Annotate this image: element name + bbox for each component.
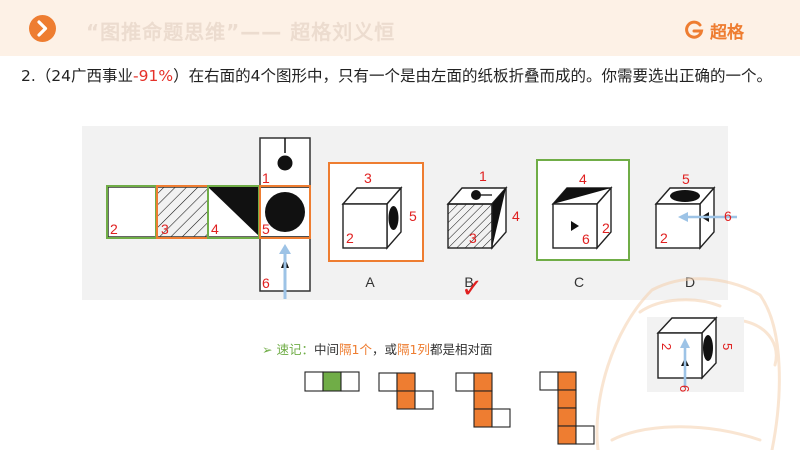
option-d-label: 6 <box>724 208 732 224</box>
tip-arrow-icon: ➢ <box>262 342 273 357</box>
option-letter-b: B <box>464 274 473 290</box>
option-b-label: 4 <box>512 208 520 224</box>
banner-title: “图推命题思维”—— 超格刘义恒 <box>86 20 396 44</box>
correct-check-icon: ✓ <box>461 274 483 304</box>
option-a-label: 5 <box>409 208 417 224</box>
rotated-cube-reference <box>647 316 744 392</box>
rotated-cube-label: 6 <box>677 385 692 392</box>
brand-logo-icon <box>685 20 704 39</box>
brand: 超格 <box>684 18 744 43</box>
net-label: 1 <box>262 170 270 186</box>
option-c-cube[interactable] <box>536 159 630 261</box>
rotated-cube-label: 5 <box>720 343 735 350</box>
option-a-label: 2 <box>346 230 354 246</box>
quick-tip: ➢ 速记：中间隔1个，或隔1列都是相对面 <box>262 342 493 357</box>
option-d-cube[interactable] <box>654 186 737 250</box>
net-label: 2 <box>110 221 118 237</box>
brand-name: 超格 <box>710 22 744 43</box>
question-text: 2.（24广西事业-91%）在右面的4个图形中，只有一个是由左面的纸板折叠而成的… <box>21 67 772 85</box>
net-label: 3 <box>161 221 169 237</box>
rotated-cube-labels: 2 5 6 <box>659 343 735 392</box>
option-d-label: 2 <box>660 230 668 246</box>
rotated-cube-label: 2 <box>659 343 674 350</box>
option-d-label: 5 <box>682 171 690 187</box>
net-labels: 2 3 4 1 5 6 <box>110 170 270 291</box>
net-label: 5 <box>262 221 270 237</box>
option-c-label: 2 <box>602 220 610 236</box>
net-label: 6 <box>262 275 270 291</box>
option-b-label: 3 <box>469 230 477 246</box>
chevron-right-icon <box>37 20 48 37</box>
option-a-cube[interactable] <box>328 162 424 262</box>
fold-patterns <box>304 371 595 445</box>
option-letters: A B C D <box>365 274 695 290</box>
option-letter-a: A <box>365 274 375 290</box>
option-c-label: 4 <box>579 171 587 187</box>
option-letter-c: C <box>574 274 584 290</box>
top-banner <box>0 0 800 56</box>
option-letter-d: D <box>685 274 695 290</box>
net-label: 4 <box>211 221 219 237</box>
option-c-label: 6 <box>582 231 590 247</box>
option-b-cube[interactable] <box>446 186 508 250</box>
option-labels: 3 5 2 1 4 3 4 2 6 5 6 2 <box>346 168 732 247</box>
option-a-label: 3 <box>364 170 372 186</box>
paper-net <box>106 137 311 299</box>
accuracy-rate: -91% <box>133 67 174 85</box>
option-b-label: 1 <box>479 168 487 184</box>
mascot-watermark <box>595 277 781 450</box>
play-button[interactable] <box>29 15 56 42</box>
